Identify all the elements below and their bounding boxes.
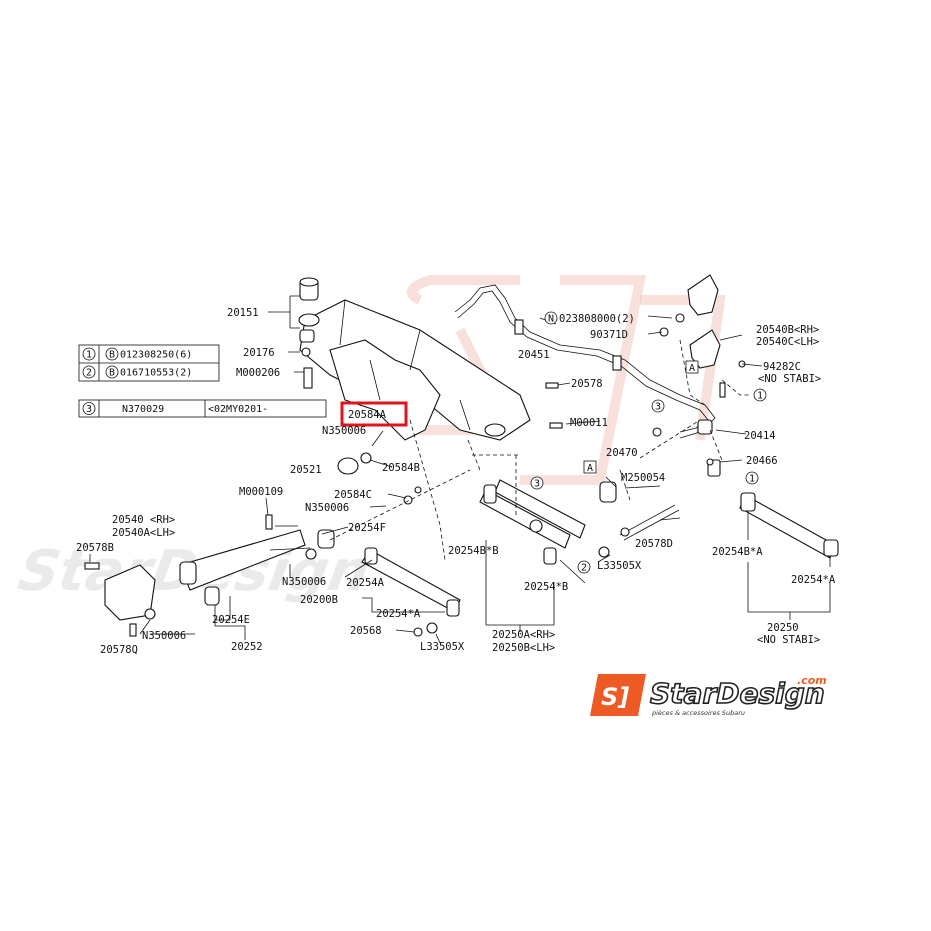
legend-row2-b: B: [109, 368, 115, 379]
legend-row1-b: B: [109, 350, 115, 361]
callout-1b: 1: [749, 474, 755, 485]
circle-callouts: 1 1 3 3 2 N: [530, 311, 767, 574]
label-20254a: 20254A: [346, 577, 385, 589]
legend-row3-part: N370029: [122, 404, 164, 415]
label-20578d: 20578D: [635, 538, 673, 550]
label-20540a-lh: 20540A<LH>: [112, 527, 175, 539]
callout-3a: 3: [655, 402, 661, 413]
label-n350006-b: N350006: [305, 502, 349, 514]
callout-1a: 1: [757, 391, 763, 402]
label-94282c: 94282C: [763, 361, 801, 373]
label-20254-a: 20254*A: [791, 574, 836, 586]
callout-3b: 3: [534, 479, 540, 490]
label-n350006-a: N350006: [322, 425, 366, 437]
label-20584c: 20584C: [334, 489, 372, 501]
highlight-box: [340, 401, 408, 427]
ref-box-callouts: A A: [583, 360, 699, 474]
label-m00011: M00011: [570, 417, 608, 429]
label-023808000: 023808000(2): [559, 313, 635, 325]
label-20250a: 20250A<RH>: [492, 629, 555, 641]
label-20578b: 20578B: [76, 542, 114, 554]
legend-row3-range: <02MY0201-: [208, 404, 268, 415]
stabi-brackets: [599, 274, 721, 503]
label-20250: 20250: [767, 622, 799, 634]
label-20254b-b: 20254B*B: [448, 545, 499, 557]
hardware: [84, 313, 746, 637]
label-20254e: 20254E: [212, 614, 250, 626]
label-20451: 20451: [518, 349, 550, 361]
logo-mark: S]: [601, 683, 629, 711]
logo-tagline: pièces & accessoires Subaru: [651, 709, 745, 717]
label-20470: 20470: [606, 447, 638, 459]
label-20254b-a: 20254B*A: [712, 546, 763, 558]
label-90371d: 90371D: [590, 329, 628, 341]
subframe-crossmember: [298, 277, 531, 441]
callout-2: 2: [581, 563, 587, 574]
stardesign-logo: S] StarDesign .com pièces & accessoires …: [590, 674, 827, 717]
legend-row1-part: 012308250(6): [120, 350, 192, 361]
label-20176: 20176: [243, 347, 275, 359]
callout-n: N: [548, 314, 554, 325]
label-20540-rh: 20540 <RH>: [112, 514, 175, 526]
legend-row2-part: 016710553(2): [120, 368, 192, 379]
label-m000109: M000109: [239, 486, 283, 498]
label-20521: 20521: [290, 464, 322, 476]
leader-lines: [89, 295, 831, 644]
label-n350006-c: N350006: [282, 576, 326, 588]
ref-box-a1: A: [689, 363, 695, 374]
legend-table: 1 2 B B 012308250(6) 016710553(2) 3 N370…: [78, 344, 327, 418]
label-20151: 20151: [227, 307, 259, 319]
label-20540c: 20540C<LH>: [756, 336, 819, 348]
label-20252: 20252: [231, 641, 263, 653]
label-20466: 20466: [746, 455, 778, 467]
highlighted-part-label: 20584A: [348, 409, 387, 421]
logo-name: StarDesign: [650, 677, 825, 710]
label-no-stabi-2: <NO STABI>: [757, 634, 820, 646]
part-labels: 20151 20176 M000206 023808000(2) 90371D …: [76, 307, 836, 656]
highlighted-part[interactable]: 20584A: [340, 401, 408, 427]
logo-dotcom: .com: [797, 674, 827, 687]
lateral-links-left: [104, 529, 461, 621]
label-20540b: 20540B<RH>: [756, 324, 819, 336]
label-no-stabi-1: <NO STABI>: [758, 373, 821, 385]
label-20254-b: 20254*B: [524, 581, 568, 593]
logo-mark-bg: [590, 674, 646, 716]
label-20254f: 20254F: [348, 522, 386, 534]
label-20568: 20568: [350, 625, 382, 637]
trailing-links: [479, 479, 839, 565]
label-m000206: M000206: [236, 367, 280, 379]
label-20200b: 20200B: [300, 594, 338, 606]
label-20414: 20414: [744, 430, 776, 442]
label-20254-a2: 20254*A: [376, 608, 421, 620]
legend-row1-circle: 1: [86, 350, 92, 361]
label-20584b: 20584B: [382, 462, 420, 474]
label-20578q: 20578Q: [100, 644, 138, 656]
label-m250054: M250054: [621, 472, 665, 484]
legend-row2-circle: 2: [86, 368, 92, 379]
stabilizer-bar: [454, 284, 716, 439]
legend-row3-circle: 3: [86, 404, 92, 415]
label-l33505x-b: L33505X: [420, 641, 465, 653]
ref-box-a2: A: [587, 463, 593, 474]
label-20578: 20578: [571, 378, 603, 390]
label-n350006-d: N350006: [142, 630, 186, 642]
label-20250b: 20250B<LH>: [492, 642, 555, 654]
dashed-lines: [329, 339, 750, 561]
label-l33505x-a: L33505X: [597, 560, 642, 572]
